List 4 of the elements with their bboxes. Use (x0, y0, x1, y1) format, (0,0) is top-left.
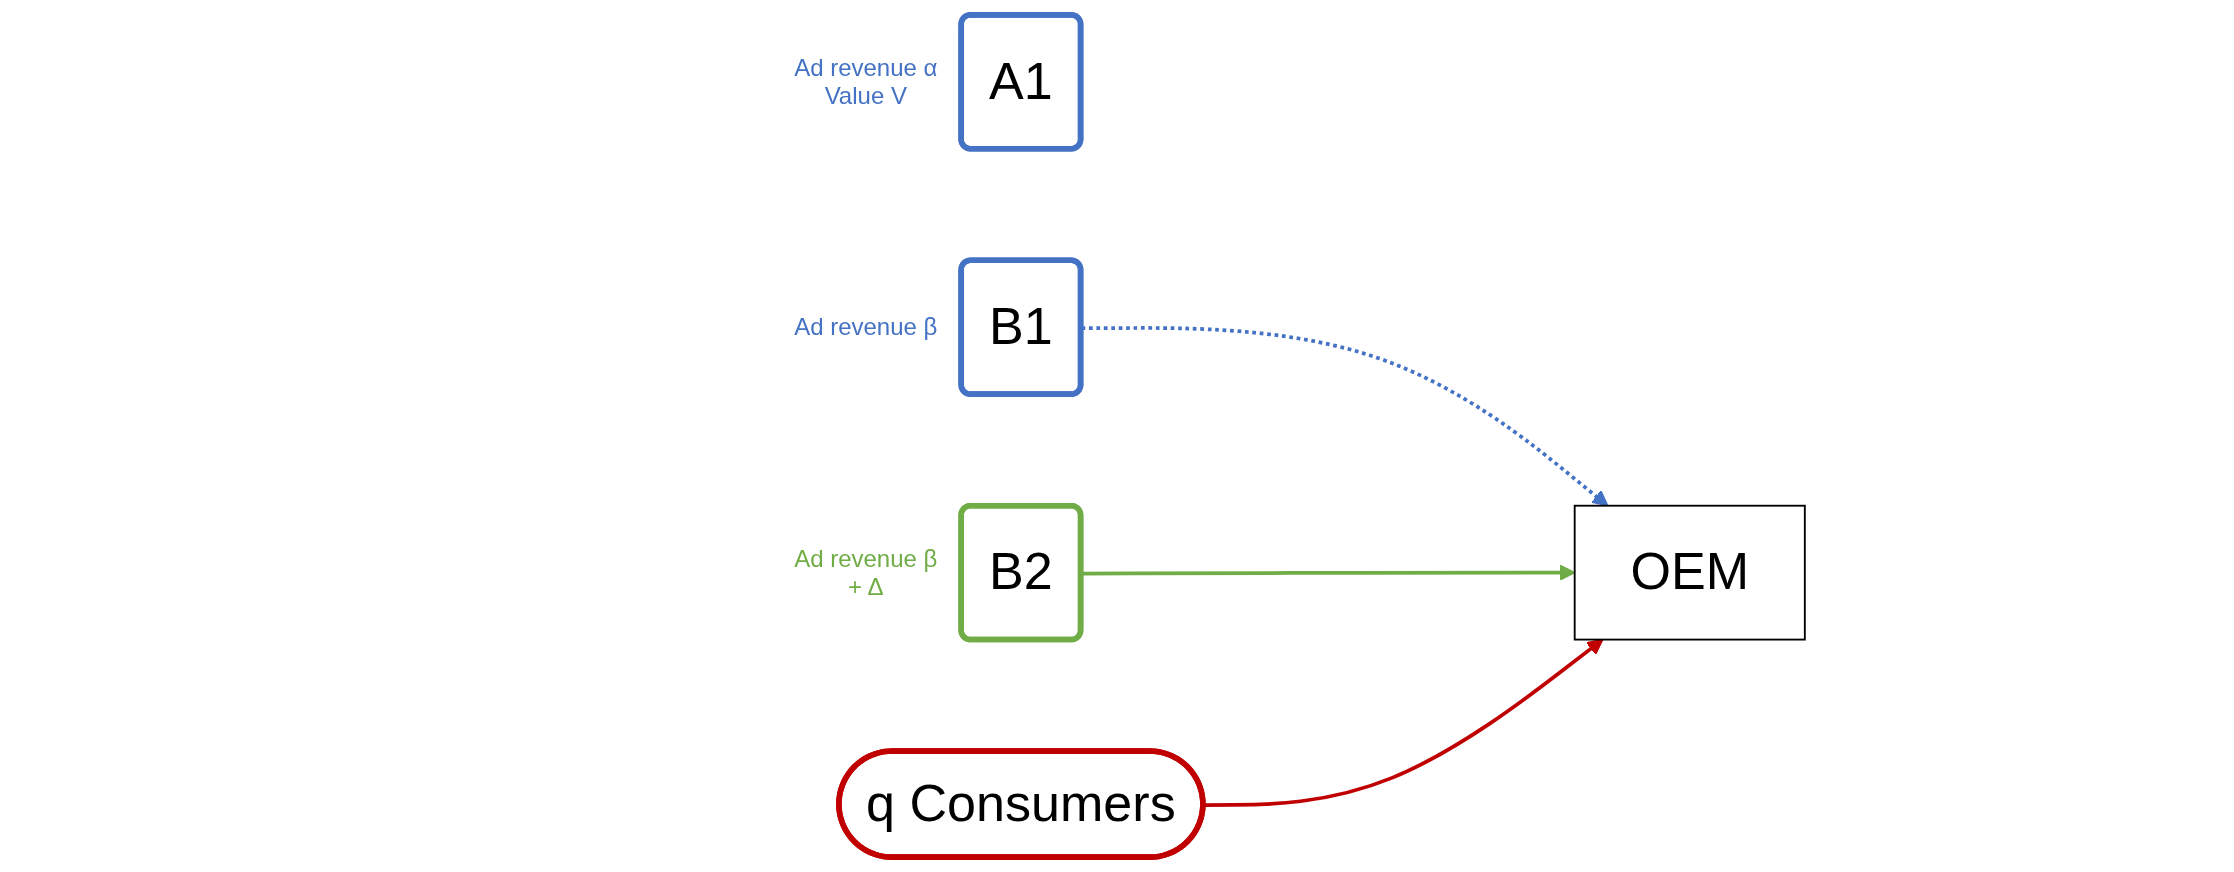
annotation-text: Ad revenue β (793, 313, 939, 342)
annotation-text: Ad revenue β + Δ (793, 544, 939, 601)
annotation-text: Ad revenue α Value V (793, 53, 939, 110)
node-box: OEM (1573, 504, 1806, 641)
